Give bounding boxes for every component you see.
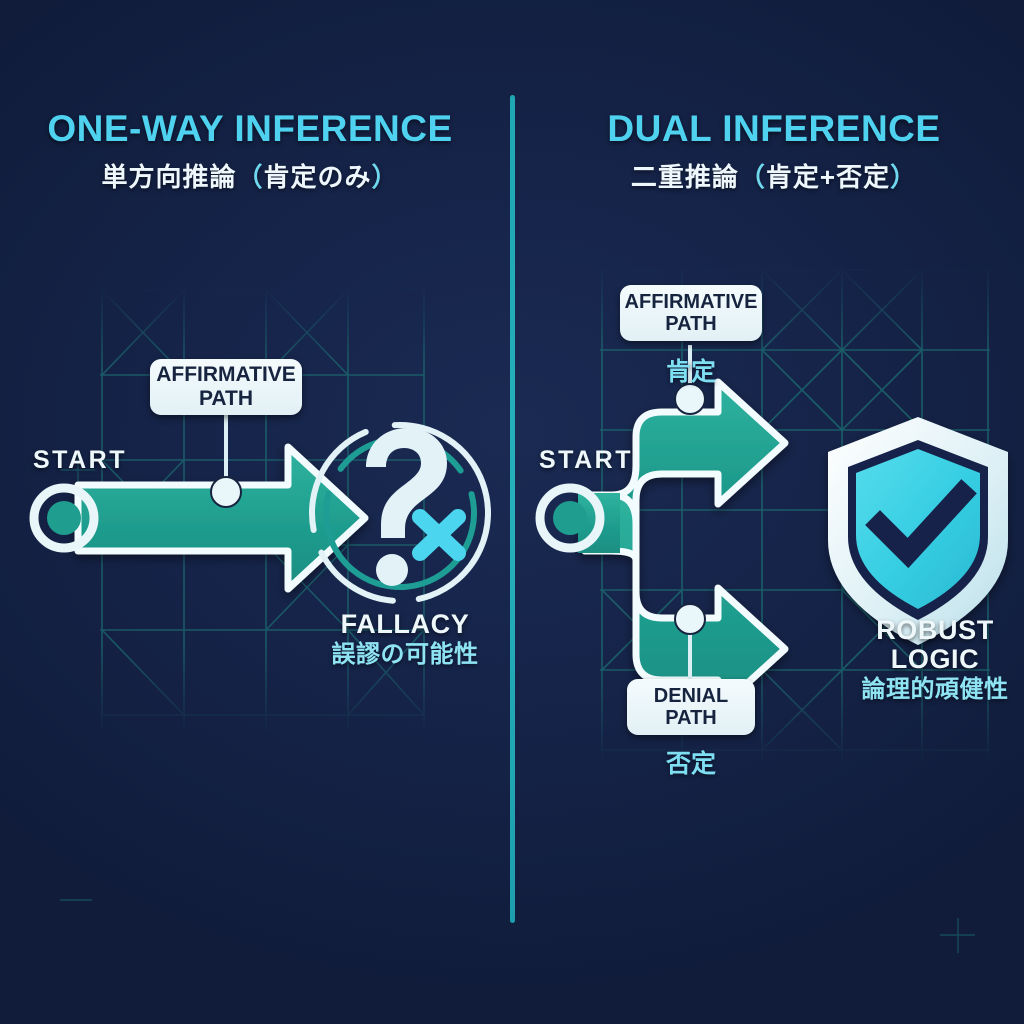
left-title-jp: 単方向推論（肯定のみ）	[0, 157, 500, 194]
robust-label-en-1: ROBUST	[876, 615, 994, 645]
chip-affirmative-path-right: AFFIRMATIVE PATH	[620, 285, 762, 341]
left-title-jp-paren-close: ）	[371, 162, 399, 192]
affirmative-connector-right	[674, 345, 706, 415]
x-mark-icon	[412, 509, 466, 561]
right-title-jp-paren-close: ）	[890, 162, 918, 192]
right-title-jp-paren-open: （	[738, 162, 766, 192]
chip-left-line1: AFFIRMATIVE	[156, 363, 296, 387]
fallacy-caption: FALLACY 誤謬の可能性	[280, 609, 530, 669]
start-node-left	[29, 483, 99, 553]
start-node-right	[535, 483, 605, 553]
right-panel-header: DUAL INFERENCE 二重推論（肯定+否定）	[524, 108, 1024, 194]
left-panel-header: ONE-WAY INFERENCE 単方向推論（肯定のみ）	[0, 108, 500, 194]
right-title-jp-inner: 肯定+否定	[765, 162, 891, 192]
one-way-arrow	[74, 443, 369, 593]
dual-path-arrow	[578, 378, 789, 714]
fallacy-label-jp: 誤謬の可能性	[331, 641, 479, 669]
chip-left-line2: PATH	[198, 387, 254, 410]
chip-right-aff-line1: AFFIRMATIVE	[624, 290, 758, 313]
left-title-jp-prefix: 単方向推論	[101, 162, 237, 192]
affirmative-connector-left	[210, 412, 242, 508]
vertical-divider	[510, 95, 515, 923]
robust-label-en-2: LOGIC	[890, 644, 980, 675]
chip-right-den-line1: DENIAL	[653, 684, 729, 707]
fallacy-label-en: FALLACY	[340, 609, 470, 639]
right-title-jp-prefix: 二重推論	[630, 162, 739, 192]
affirmative-jp-tag: 肯定	[665, 358, 716, 386]
shield-check-icon	[828, 417, 1008, 645]
robust-logic-caption: ROBUST LOGIC 論理的頑健性	[840, 615, 1024, 704]
chip-denial-path-right: DENIAL PATH	[627, 679, 755, 735]
denial-jp-tag: 否定	[665, 750, 716, 778]
robust-label-jp: 論理的頑健性	[861, 676, 1009, 704]
start-label-right: START	[539, 446, 633, 474]
chip-right-den-line2: PATH	[665, 707, 717, 729]
left-title-jp-inner: 肯定のみ	[263, 162, 372, 192]
question-mark-icon	[366, 428, 447, 586]
denial-connector-right	[674, 603, 706, 682]
left-title-jp-paren-open: （	[236, 162, 264, 192]
chip-affirmative-path-left: AFFIRMATIVE PATH	[150, 359, 302, 415]
chip-right-aff-line2: PATH	[665, 313, 717, 335]
right-title-en: DUAL INFERENCE	[607, 108, 941, 149]
right-title-jp: 二重推論（肯定+否定）	[524, 157, 1024, 194]
start-label-left: START	[33, 446, 127, 474]
left-title-en: ONE-WAY INFERENCE	[47, 108, 453, 149]
